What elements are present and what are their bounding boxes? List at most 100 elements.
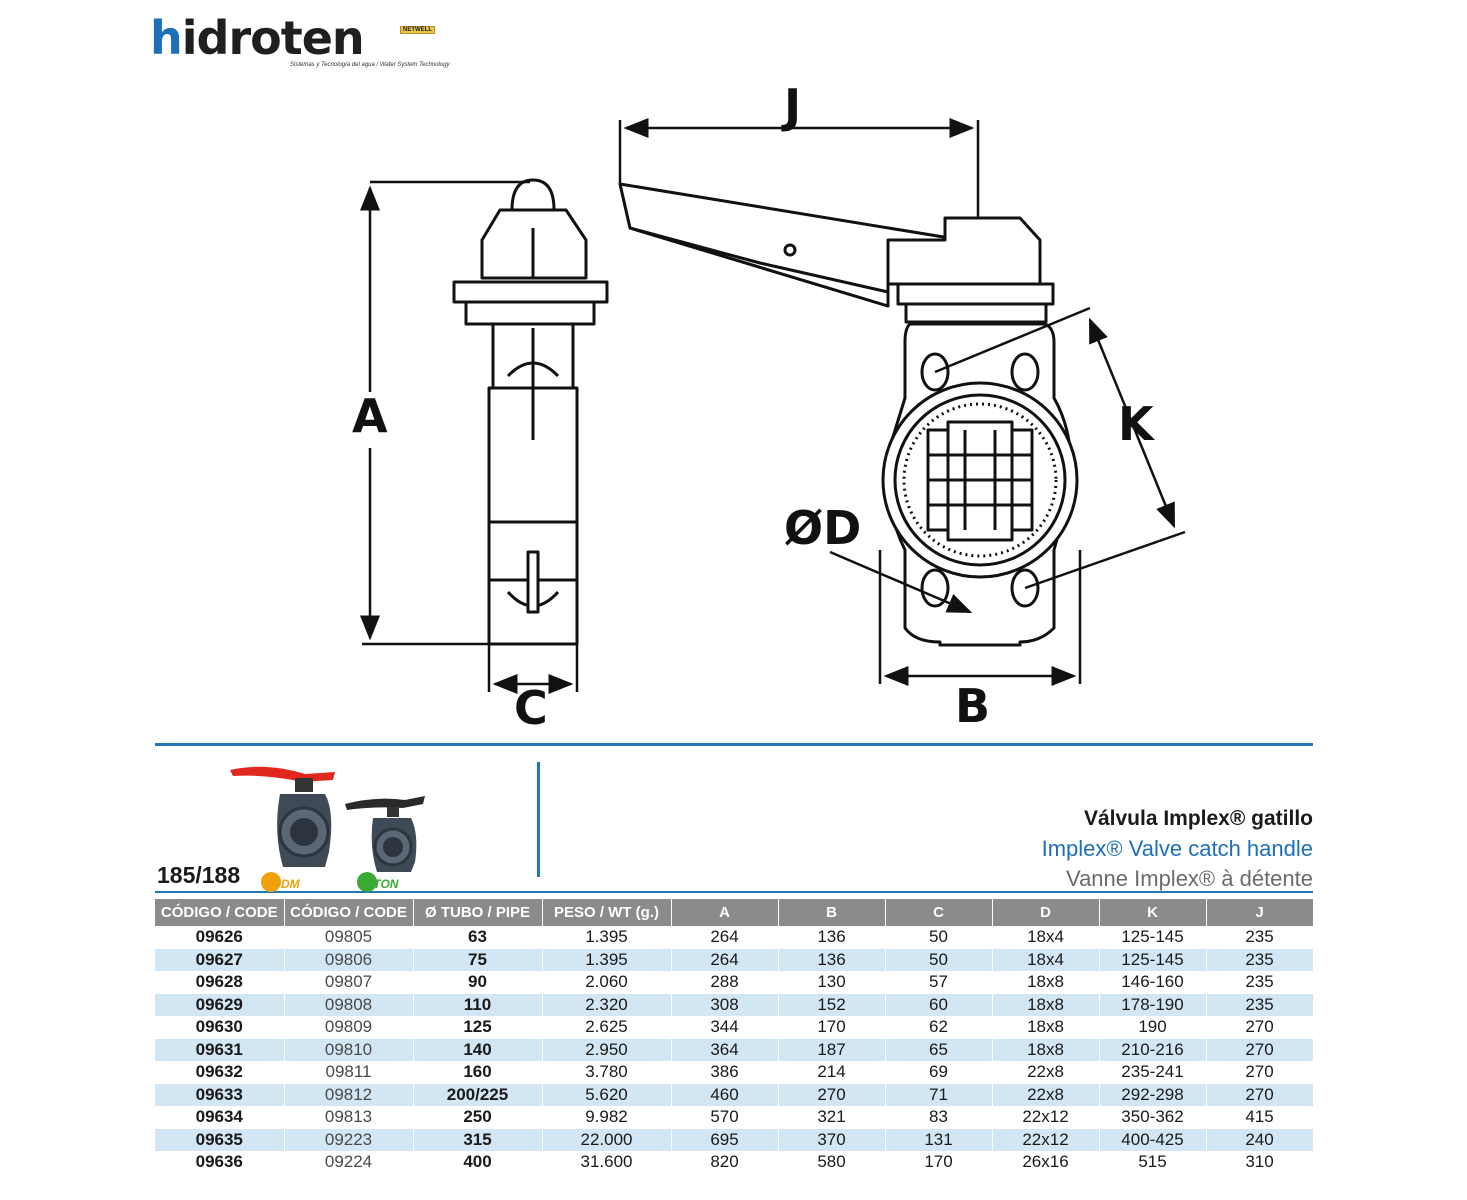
table-cell: 09223: [284, 1128, 414, 1151]
table-cell: 580: [778, 1151, 886, 1174]
table-cell: 09626: [155, 926, 285, 949]
table-cell: 270: [778, 1083, 886, 1106]
table-cell: 57: [885, 971, 993, 994]
header-code-1: CÓDIGO / CODE: [155, 899, 285, 926]
table-cell: 09809: [284, 1016, 414, 1039]
table-cell: 50: [885, 948, 993, 971]
table-cell: 18x8: [992, 971, 1100, 994]
svg-text:EPDM: EPDM: [265, 877, 301, 891]
table-cell: 1.395: [542, 948, 672, 971]
table-cell: 2.625: [542, 1016, 672, 1039]
table-cell: 460: [671, 1083, 779, 1106]
header-b: B: [778, 899, 886, 926]
side-view: [452, 178, 609, 646]
section-divider-table: [155, 891, 1313, 893]
table-cell: 170: [778, 1016, 886, 1039]
table-cell: 270: [1206, 1061, 1314, 1084]
table-cell: 270: [1206, 1083, 1314, 1106]
table-cell: 292-298: [1099, 1083, 1207, 1106]
table-cell: 130: [778, 971, 886, 994]
dimension-label-a: A: [352, 389, 388, 443]
product-title-block: Válvula Implex® gatillo Implex® Valve ca…: [1042, 804, 1313, 894]
table-cell: 09632: [155, 1061, 285, 1084]
table-cell: 2.060: [542, 971, 672, 994]
header-j: J: [1206, 899, 1314, 926]
table-cell: 308: [671, 993, 779, 1016]
table-cell: 09806: [284, 948, 414, 971]
table-cell: 09634: [155, 1106, 285, 1129]
table-cell: 60: [885, 993, 993, 1016]
product-title-es: Válvula Implex® gatillo: [1083, 807, 1313, 830]
table-cell: 364: [671, 1038, 779, 1061]
table-cell: 210-216: [1099, 1038, 1207, 1061]
section-divider-vertical: [537, 762, 540, 877]
dimension-label-j: J: [781, 80, 801, 133]
section-divider-top: [155, 743, 1313, 746]
epdm-badge: EPDM: [261, 872, 301, 892]
table-cell: 235: [1206, 926, 1314, 949]
table-cell: 515: [1099, 1151, 1207, 1174]
table-cell: 200/225: [413, 1083, 543, 1106]
table-cell: 62: [885, 1016, 993, 1039]
hidroten-logo: hidroten NETWELL Sistemas y Tecnología d…: [150, 12, 450, 72]
table-cell: 18x8: [992, 1038, 1100, 1061]
red-handle-valve-photo: [230, 766, 335, 867]
table-cell: 315: [413, 1128, 543, 1151]
table-cell: 264: [671, 926, 779, 949]
logo-tagline: Sistemas y Tecnología del agua / Water S…: [290, 62, 450, 68]
table-cell: 820: [671, 1151, 779, 1174]
header-pipe: Ø TUBO / PIPE: [413, 899, 543, 926]
table-cell: 09627: [155, 948, 285, 971]
table-cell: 63: [413, 926, 543, 949]
table-cell: 09807: [284, 971, 414, 994]
netwell-brand-mark: NETWELL: [400, 26, 435, 34]
header-c: C: [885, 899, 993, 926]
table-cell: 321: [778, 1106, 886, 1129]
table-cell: 190: [1099, 1016, 1207, 1039]
table-cell: 09813: [284, 1106, 414, 1129]
table-cell: 125-145: [1099, 948, 1207, 971]
table-cell: 131: [885, 1128, 993, 1151]
table-cell: 22x8: [992, 1083, 1100, 1106]
table-cell: 140: [413, 1038, 543, 1061]
table-cell: 09224: [284, 1151, 414, 1174]
table-cell: 178-190: [1099, 993, 1207, 1016]
table-cell: 695: [671, 1128, 779, 1151]
table-cell: 1.395: [542, 926, 672, 949]
table-cell: 350-362: [1099, 1106, 1207, 1129]
header-weight: PESO / WT (g.): [542, 899, 672, 926]
table-cell: 18x8: [992, 993, 1100, 1016]
table-cell: 110: [413, 993, 543, 1016]
table-cell: 09805: [284, 926, 414, 949]
table-cell: 288: [671, 971, 779, 994]
table-cell: 09630: [155, 1016, 285, 1039]
table-cell: 235: [1206, 993, 1314, 1016]
table-cell: 69: [885, 1061, 993, 1084]
table-cell: 09631: [155, 1038, 285, 1061]
valve-technical-drawing: A C B J K ØD: [352, 80, 1186, 735]
table-cell: 370: [778, 1128, 886, 1151]
table-cell: 152: [778, 993, 886, 1016]
table-cell: 50: [885, 926, 993, 949]
table-cell: 65: [885, 1038, 993, 1061]
table-cell: 18x4: [992, 926, 1100, 949]
table-cell: 09808: [284, 993, 414, 1016]
table-cell: 160: [413, 1061, 543, 1084]
table-cell: 400: [413, 1151, 543, 1174]
table-cell: 386: [671, 1061, 779, 1084]
table-cell: 344: [671, 1016, 779, 1039]
product-title-en: Implex® Valve catch handle: [1041, 836, 1313, 861]
table-header-row: CÓDIGO / CODE CÓDIGO / CODE Ø TUBO / PIP…: [155, 899, 1314, 926]
table-cell: 22x12: [992, 1106, 1100, 1129]
table-cell: 170: [885, 1151, 993, 1174]
table-cell: 235: [1206, 948, 1314, 971]
table-cell: 09810: [284, 1038, 414, 1061]
table-cell: 09633: [155, 1083, 285, 1106]
